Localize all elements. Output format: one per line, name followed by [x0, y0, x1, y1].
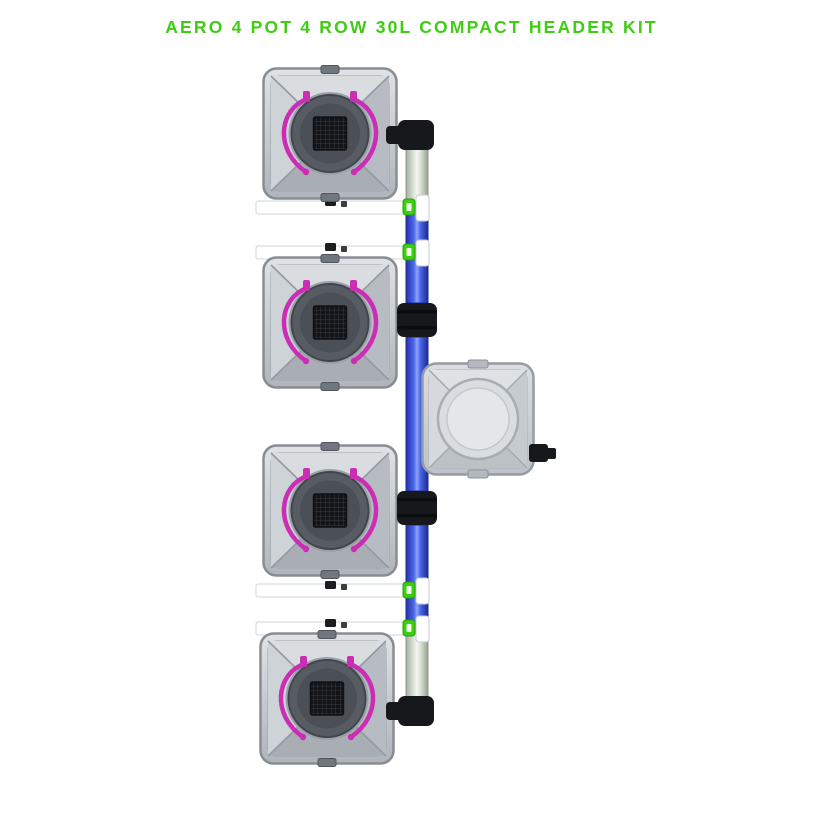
sprinkler-fitting: [325, 619, 336, 627]
pipe-tray-connector-4: [402, 615, 430, 643]
page-title: AERO 4 POT 4 ROW 30L COMPACT HEADER KIT: [165, 17, 658, 37]
pot-3: [264, 443, 397, 579]
pot-1: [264, 66, 397, 202]
tray-connector: [415, 577, 430, 605]
pipe-elbow-top: [386, 120, 434, 150]
pot-4: [261, 631, 394, 767]
tray-connector: [415, 239, 430, 267]
tray-connector: [415, 615, 430, 643]
pipe-tray-connector-2: [402, 239, 430, 267]
pipe-elbow-bottom: [386, 696, 434, 726]
sprinkler-fitting: [325, 581, 336, 589]
pipe-tray-connector-1: [402, 194, 430, 222]
sprinkler-fitting: [325, 243, 336, 251]
pipe-tee-upper: [397, 303, 437, 337]
pipe-tee-lower: [397, 491, 437, 525]
header-tank: [421, 358, 535, 480]
tray-connector: [415, 194, 430, 222]
pipe-tray-connector-3: [402, 577, 430, 605]
pot-2: [264, 255, 397, 391]
tray-rail-3: [255, 581, 410, 598]
tank-outlet-fitting: [529, 444, 556, 462]
